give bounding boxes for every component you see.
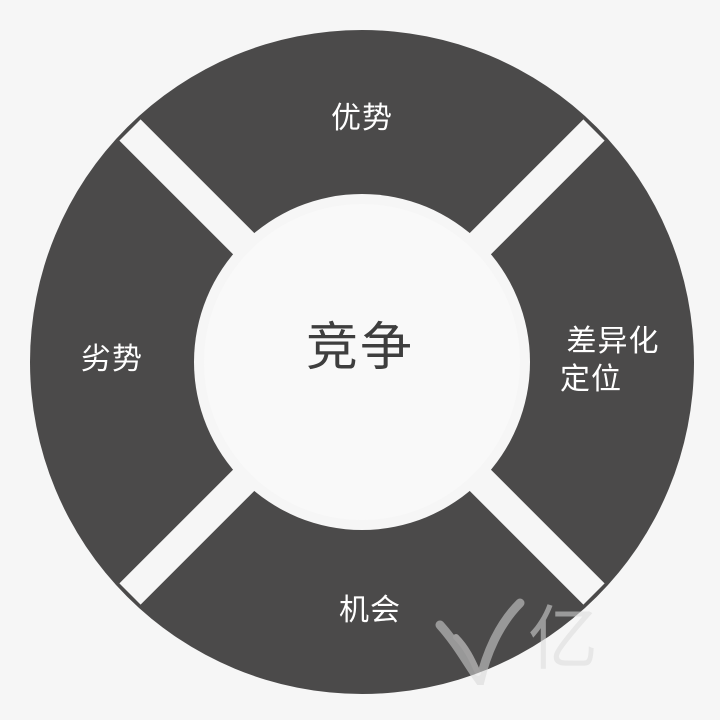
center-label-competition: 竞争: [305, 318, 414, 378]
watermark-logo: 亿: [428, 585, 618, 692]
watermark-icon: 亿: [435, 598, 598, 692]
center-disc: [204, 204, 520, 520]
segment-label-weaknesses: 劣势: [81, 342, 143, 377]
segment-label-strengths: 优势: [331, 101, 393, 136]
segment-label-differentiation-line2: 定位: [560, 362, 622, 397]
segment-label-differentiation: 差异化 定位: [548, 323, 678, 399]
segment-label-differentiation-line1: 差异化: [566, 324, 660, 359]
segment-label-opportunities: 机会: [339, 593, 401, 628]
watermark-text: 亿: [528, 598, 598, 680]
